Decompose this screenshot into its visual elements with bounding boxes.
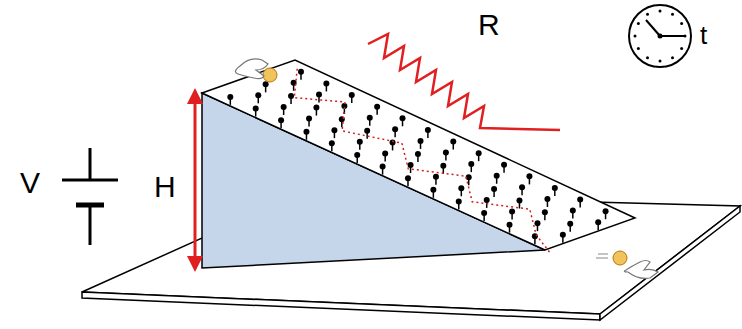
pin <box>443 149 449 160</box>
resistor-symbol <box>368 34 560 130</box>
pin <box>552 185 558 196</box>
pin <box>595 219 601 230</box>
pin <box>316 91 322 102</box>
hand <box>235 59 268 79</box>
pin <box>567 221 573 232</box>
pin <box>418 138 424 149</box>
pin <box>323 80 329 91</box>
pin <box>534 220 540 231</box>
pin <box>491 186 497 197</box>
pin <box>331 127 337 138</box>
pin-grid <box>227 69 608 244</box>
symbol-label: V <box>20 168 40 198</box>
ramp-surface <box>202 60 635 250</box>
symbol-label: H <box>154 172 176 202</box>
pin <box>255 92 261 103</box>
height-arrow <box>187 88 203 272</box>
pin <box>303 129 309 140</box>
pin <box>288 93 294 104</box>
ball <box>613 251 627 265</box>
hand <box>624 261 658 279</box>
pin <box>526 173 532 184</box>
pin <box>560 232 566 243</box>
pin <box>440 163 446 174</box>
pin <box>603 208 609 219</box>
pin <box>263 81 269 92</box>
battery-symbol <box>62 148 118 245</box>
pin <box>374 104 380 115</box>
pin <box>382 150 388 161</box>
clock-icon <box>629 5 691 67</box>
motion-lines <box>596 254 608 258</box>
pin <box>494 173 500 184</box>
pin <box>400 115 406 126</box>
plate-edge <box>82 292 600 320</box>
pin <box>481 210 487 221</box>
pin <box>570 208 576 219</box>
pin <box>354 152 360 163</box>
pin <box>281 104 287 115</box>
pin <box>509 209 515 220</box>
pin <box>484 197 490 208</box>
pin <box>519 184 525 195</box>
pin <box>476 150 482 161</box>
pin <box>415 151 421 162</box>
pin <box>380 164 386 175</box>
pin <box>468 161 474 172</box>
pin <box>450 139 456 150</box>
pin <box>313 105 319 116</box>
pin <box>507 222 513 233</box>
pin <box>433 174 439 185</box>
pin <box>306 116 312 127</box>
pin <box>298 69 304 80</box>
pin <box>392 126 398 137</box>
pin <box>466 174 472 185</box>
pin <box>501 162 507 173</box>
pin <box>367 115 373 126</box>
pin <box>430 187 436 198</box>
symbol-label: R <box>478 10 500 40</box>
pin <box>278 117 284 128</box>
pin <box>405 175 411 186</box>
pin <box>544 196 550 207</box>
pin <box>227 94 233 105</box>
pin <box>542 209 548 220</box>
pin <box>456 198 462 209</box>
pin <box>425 127 431 138</box>
pin <box>458 185 464 196</box>
ball <box>263 68 277 82</box>
ball-path <box>294 69 549 253</box>
pin <box>349 92 355 103</box>
pin <box>577 197 583 208</box>
pin <box>329 140 335 151</box>
pin <box>357 139 363 150</box>
pin <box>253 106 259 117</box>
symbol-label: t <box>700 22 707 48</box>
